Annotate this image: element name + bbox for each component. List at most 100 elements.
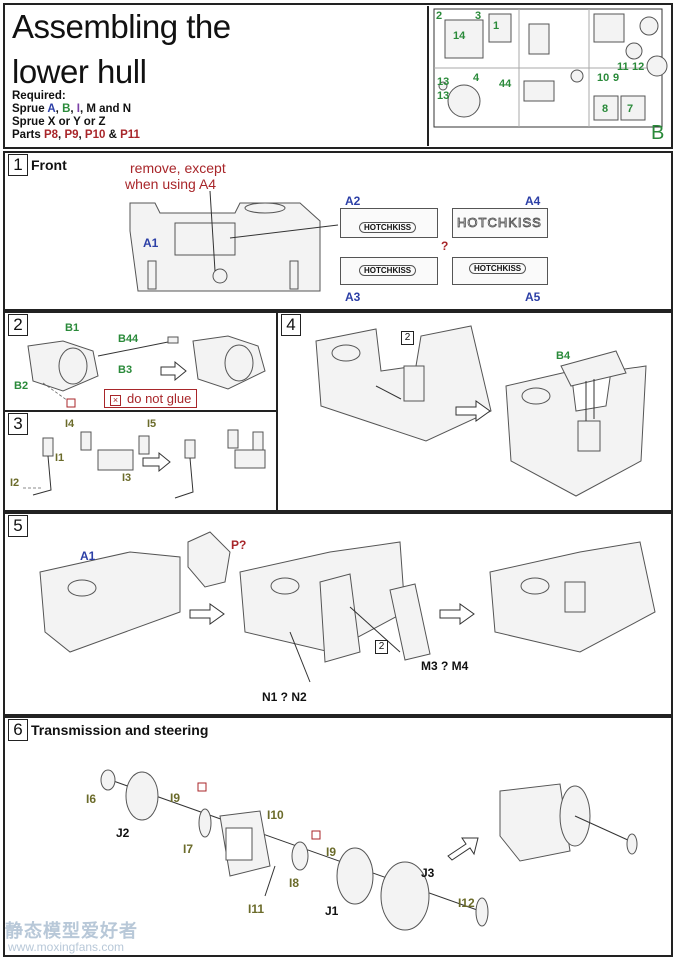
step3-label-i2: I2 [10, 477, 20, 489]
step1-number: 1 [8, 154, 28, 176]
step5-label-m: M3 ? M4 [421, 659, 469, 673]
nameplate-a5-text: HOTCHKISS [469, 263, 527, 274]
sprue-part-2: 2 [436, 10, 443, 22]
part-p10: P10 [84, 129, 106, 141]
part-p9: P9 [64, 129, 79, 141]
step1-note-line1: remove, except [130, 160, 226, 176]
step3-label-i3: I3 [122, 472, 132, 484]
step6-label-i9b: I9 [326, 845, 337, 859]
step4-drawing [315, 325, 647, 497]
nameplate-a4: HOTCHKISS [452, 208, 548, 238]
step1-label-a2: A2 [345, 194, 361, 208]
step3-number: 3 [8, 413, 28, 435]
step3-label-i4: I4 [65, 418, 75, 430]
step1-note-line2: when using A4 [125, 176, 217, 192]
header-panel [3, 3, 673, 149]
step6-label-i12: I12 [458, 896, 475, 910]
page-title-line1: Assembling the [12, 8, 231, 45]
step5-label-a1: A1 [80, 549, 96, 563]
step6-title: Transmission and steering [31, 722, 209, 738]
nameplate-a3-text: HOTCHKISS [359, 265, 417, 276]
sprue-letter: B [651, 122, 665, 144]
sprue-diagram: 2 3 1 14 13 13 4 44 10 9 11 12 8 7 B [427, 6, 671, 146]
step4-ref-box: 2 [401, 331, 414, 345]
watermark-line1: 静态模型爱好者 [5, 921, 138, 941]
step2-number: 2 [8, 314, 28, 336]
step1-label-a5: A5 [525, 290, 541, 304]
sprue-part-12: 12 [632, 61, 645, 73]
sprue-part-9: 9 [613, 72, 620, 84]
step6-drawing [100, 769, 638, 931]
step3-label-i1: I1 [55, 452, 65, 464]
do-not-glue-icon: × [110, 395, 121, 406]
do-not-glue-text: do not glue [127, 391, 192, 406]
step2-label-b3: B3 [118, 364, 133, 376]
step3-label-i5: I5 [147, 418, 157, 430]
part-p8: P8 [43, 129, 59, 141]
sprue-part-13b: 13 [437, 90, 450, 102]
step1-question: ? [441, 239, 449, 253]
nameplate-a3: HOTCHKISS [340, 257, 438, 285]
step1-title: Front [31, 157, 67, 173]
sprue-i: I [76, 103, 80, 115]
step6-label-i6: I6 [86, 792, 97, 806]
step6-label-j1: J1 [325, 904, 339, 918]
nameplate-a5: HOTCHKISS [452, 257, 548, 285]
sprue-rest: , M and N [79, 103, 132, 115]
step6-label-j2: J2 [116, 826, 130, 840]
nameplate-a2-text: HOTCHKISS [359, 222, 417, 233]
sprue-b: B [62, 103, 71, 115]
required-parts: Parts P8, P9, P10 & P11 [12, 129, 140, 142]
sprue-sep: , [70, 103, 77, 115]
watermark-line2: www.moxingfans.com [8, 940, 125, 954]
sprue-part-44: 44 [499, 78, 512, 90]
step6-label-j3: J3 [421, 866, 435, 880]
sprue-a: A [47, 103, 56, 115]
step1-panel [3, 151, 673, 311]
page-title-line2: lower hull [12, 53, 147, 90]
step2-label-b44: B44 [118, 333, 139, 345]
do-not-glue-legend: × do not glue [104, 389, 198, 408]
sprue-part-1: 1 [493, 20, 500, 32]
part-sep: , [78, 129, 85, 141]
step6-label-i11: I11 [248, 902, 265, 916]
sprue-sep: , [55, 103, 63, 115]
required-sprues-line2: Sprue X or Y or Z [12, 116, 106, 128]
required-heading: Required: [12, 90, 66, 102]
step6-label-i10: I10 [267, 808, 284, 822]
sprue-prefix: Sprue [12, 103, 48, 115]
nameplate-a2: HOTCHKISS [340, 208, 438, 238]
step6-number: 6 [8, 719, 28, 741]
sprue-part-13a: 13 [437, 76, 450, 88]
sprue-part-14: 14 [453, 30, 466, 42]
step6-label-i7: I7 [183, 842, 194, 856]
part-p11: P11 [120, 129, 140, 141]
step5-ref-box: 2 [375, 640, 388, 654]
step2-drawing [27, 335, 266, 408]
parts-prefix: Parts [12, 129, 44, 141]
step2-label-b2: B2 [14, 380, 29, 392]
step3-drawing [23, 429, 266, 499]
sprue-outline [433, 8, 668, 128]
step4-label-b4: B4 [556, 350, 571, 362]
step6-label-i9a: I9 [170, 791, 181, 805]
sprue-part-3: 3 [475, 10, 482, 22]
step5-drawing [39, 531, 656, 683]
sprue-part-4: 4 [473, 72, 480, 84]
part-sep: & [105, 129, 121, 141]
part-sep: , [58, 129, 65, 141]
sprue-part-8: 8 [602, 103, 609, 115]
step5-label-p: P? [231, 538, 247, 552]
step1-label-a4: A4 [525, 194, 541, 208]
step1-front-plate-drawing [129, 190, 339, 292]
step2-label-b1: B1 [65, 322, 80, 334]
step6-label-i8: I8 [289, 876, 300, 890]
nameplate-a4-text: HOTCHKISS [457, 215, 542, 231]
step1-label-a1: A1 [143, 236, 159, 250]
step5-number: 5 [8, 515, 28, 537]
step5-label-n: N1 ? N2 [262, 690, 307, 704]
step1-label-a3: A3 [345, 290, 361, 304]
sprue-part-7: 7 [627, 103, 634, 115]
sprue-part-10: 10 [597, 72, 610, 84]
step4-number: 4 [281, 314, 301, 336]
